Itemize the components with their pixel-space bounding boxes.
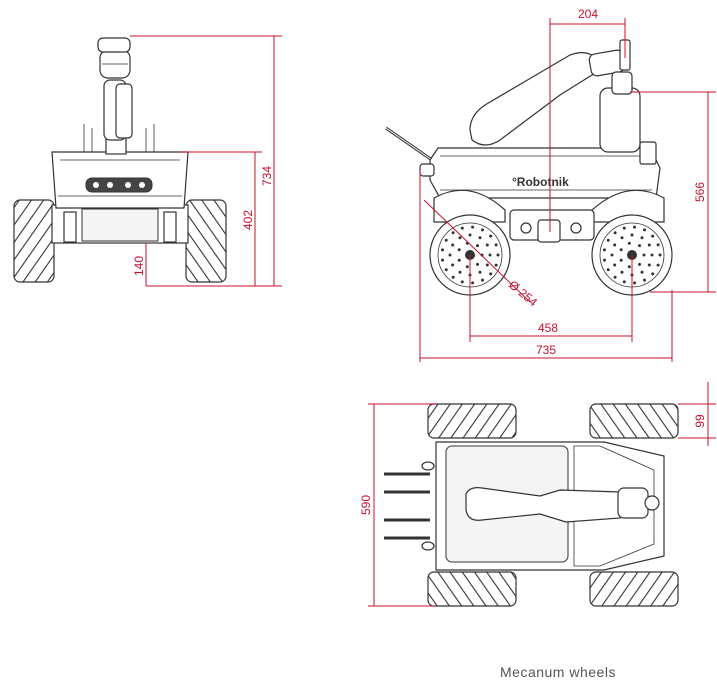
dim-front-total-height: 734	[260, 166, 274, 186]
wheel-hole	[650, 253, 654, 257]
wheel-hole	[451, 263, 455, 267]
wheel-hole	[647, 243, 651, 247]
front-light-panel	[85, 177, 153, 193]
wheel-hole	[640, 270, 644, 274]
wheel-hole	[658, 253, 662, 257]
dim-total-width: 590	[359, 495, 373, 515]
dim-wheel-diameter: Ø 254	[506, 278, 540, 310]
dim-wheelbase: 458	[538, 321, 558, 335]
wheel-hole	[494, 263, 498, 267]
front-view	[13, 37, 227, 283]
wheel-hole	[444, 238, 448, 242]
front-right-wheel	[185, 199, 227, 283]
wheel-hole	[471, 225, 475, 229]
wheel-hole	[481, 228, 484, 232]
wheel-hole	[613, 231, 617, 235]
wheel-hole	[656, 243, 660, 247]
wheel-hole	[627, 241, 631, 245]
wheel-hole	[647, 263, 651, 267]
wheel-hole	[476, 262, 479, 266]
top-wheel-rear-right	[427, 571, 517, 607]
side-view: °Robotnik	[385, 39, 673, 296]
wheel-hole	[643, 278, 646, 282]
wheel-hole	[603, 258, 606, 262]
wheel-hole	[656, 263, 660, 267]
brand-label: °Robotnik	[512, 175, 569, 189]
wheel-hole	[606, 238, 610, 242]
wheel-hole	[496, 253, 500, 257]
wheel-hole	[441, 258, 444, 262]
wheel-hole	[476, 244, 479, 248]
wheel-hole	[444, 268, 448, 272]
wheel-hole	[630, 233, 634, 237]
wheel-hole	[451, 243, 455, 247]
wheel-hole	[451, 275, 455, 279]
dim-side-height: 566	[693, 182, 707, 202]
wheel-hole	[481, 278, 484, 282]
wheel-hole	[640, 236, 644, 240]
wheel-hole	[448, 253, 452, 257]
wheel-hole	[638, 244, 641, 248]
wheel-hole	[471, 281, 475, 285]
wheel-hole-pattern	[441, 225, 662, 285]
wheel-hole	[633, 281, 637, 285]
wheel-hole	[489, 234, 493, 238]
wheel-hole	[465, 265, 469, 269]
wheel-hole	[606, 268, 610, 272]
wheel-hole	[622, 226, 626, 230]
top-dimensions: 590 99	[359, 382, 716, 607]
wheel-hole	[458, 270, 462, 274]
caption: Mecanum wheels	[500, 664, 616, 680]
wheel-hole	[460, 280, 464, 284]
wheel-hole	[494, 243, 498, 247]
front-left-wheel	[13, 199, 55, 283]
top-wheel-front-left	[589, 403, 679, 439]
wheel-hole	[488, 253, 492, 257]
top-view	[384, 403, 679, 607]
wheel-hole	[451, 231, 455, 235]
wheel-hole	[651, 234, 655, 238]
wheel-hole	[619, 248, 623, 252]
wheel-hole	[441, 248, 444, 252]
wheel-hole	[489, 272, 493, 276]
wheel-hole	[460, 226, 464, 230]
wheel-hole	[610, 253, 614, 257]
wheel-hole	[613, 275, 617, 279]
wheel-hole	[633, 225, 637, 229]
top-wheel-front-right	[589, 571, 679, 607]
wheel-hole	[478, 270, 482, 274]
dim-arm-offset: 204	[578, 7, 598, 21]
dim-front-body-height: 402	[241, 210, 255, 230]
wheel-hole	[478, 236, 482, 240]
wheel-hole	[457, 248, 461, 252]
wheel-hole	[638, 262, 641, 266]
wheel-hole	[485, 243, 489, 247]
wheel-hole	[458, 236, 462, 240]
wheel-hole	[603, 248, 606, 252]
wheel-hole	[620, 236, 624, 240]
wheel-hole	[643, 228, 646, 232]
wheel-hole	[651, 272, 655, 276]
top-wheel-rear-left	[427, 403, 517, 439]
wheel-hole	[613, 243, 617, 247]
dim-ground-clearance: 140	[132, 256, 146, 276]
wheel-hole	[468, 233, 472, 237]
wheel-hole	[622, 280, 626, 284]
wheel-hole	[620, 270, 624, 274]
wheel-hole	[619, 258, 623, 262]
wheel-hole	[613, 263, 617, 267]
wheel-hole	[457, 258, 461, 262]
front-dimensions: 734 402 140	[130, 35, 282, 287]
wheel-hole	[642, 253, 646, 257]
wheel-hole	[627, 265, 631, 269]
wheel-hole	[485, 263, 489, 267]
dim-wheel-width: 99	[693, 414, 707, 428]
dim-total-length: 735	[536, 343, 556, 357]
